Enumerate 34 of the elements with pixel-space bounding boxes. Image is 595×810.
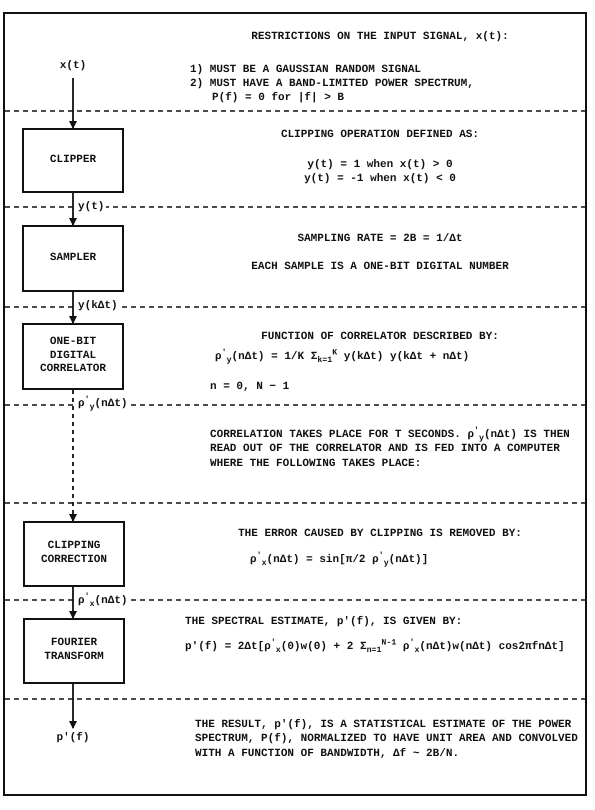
formula-text: y(t) = 1 when x(t) > 0	[306, 158, 454, 172]
note-text: FUNCTION OF CORRELATOR DESCRIBED BY:	[260, 330, 500, 344]
arrow	[69, 684, 77, 729]
note-text: SAMPLING RATE = 2B = 1/Δt	[296, 232, 464, 246]
formula-text: n = 0, N − 1	[210, 380, 290, 394]
edge-label: y(kΔt)	[76, 300, 120, 312]
formula-text: ρ$^{'}$$_{x}$(nΔt) = sin[π/2 ρ$^{'}$$_{y}$(nΔt)]	[250, 553, 430, 568]
process-box: CLIPPING CORRECTION	[23, 521, 125, 587]
note-text: 1) MUST BE A GAUSSIAN RANDOM SIGNAL	[190, 63, 422, 78]
arrow	[69, 390, 77, 522]
process-box: CLIPPER	[22, 128, 124, 193]
note-text: RESTRICTIONS ON THE INPUT SIGNAL, x(t):	[250, 30, 510, 44]
note-text: CLIPPING OPERATION DEFINED AS:	[280, 128, 480, 142]
note-text: THE SPECTRAL ESTIMATE, p'(f), IS GIVEN BY:	[185, 615, 464, 630]
arrow	[69, 587, 77, 619]
output-signal-label: p'(f)	[43, 728, 103, 750]
process-box: ONE-BIT DIGITAL CORRELATOR	[22, 323, 124, 390]
arrow	[69, 193, 77, 226]
arrow	[69, 78, 77, 129]
formula-text: y(t) = -1 when x(t) < 0	[303, 172, 457, 186]
arrow	[69, 292, 77, 324]
note-text: THE RESULT, p'(f), IS A STATISTICAL ESTIMATE OF THE POWER SPECTRUM, P(f), NORMALIZED TO HAVE UNIT AREA AND CONVOLVED WITH A FUNCTION OF BANDWIDTH, Δf ~ 2B/N.	[195, 718, 579, 761]
process-box: SAMPLER	[22, 225, 124, 292]
formula-text: ρ$^{'}$$_{y}$(nΔt) = 1/K Σ$_{k=1}$$^{K}$ y(kΔt) y(kΔt + nΔt)	[215, 350, 470, 364]
input-signal-label: x(t)	[43, 56, 103, 78]
process-box: FOURIER TRANSFORM	[23, 618, 125, 684]
note-text: EACH SAMPLE IS A ONE-BIT DIGITAL NUMBER	[250, 260, 510, 274]
note-text: THE ERROR CAUSED BY CLIPPING IS REMOVED BY:	[237, 527, 523, 542]
formula-text: CORRELATION TAKES PLACE FOR T SECONDS. ρ$^{'}$$_{y}$(nΔt) IS THEN READ OUT OF THE CORRELATOR AND IS FED INTO A COMPUTER WHERE THE FOLLOWING TAKES PLACE:	[210, 428, 571, 471]
edge-label: y(t)	[76, 201, 106, 213]
edge-label: ρ$^{'}$$_{x}$(nΔt)	[76, 594, 130, 606]
formula-text: p'(f) = 2Δt[ρ$^{'}$$_{x}$(0)w(0) + 2 Σ$_{n=1}$$^{N-1}$ ρ$^{'}$$_{x}$(nΔt)w(nΔt) cos2πfnΔt]	[185, 640, 566, 654]
note-text: 2) MUST HAVE A BAND-LIMITED POWER SPECTRUM, P(f) = 0 for |f| > B	[190, 77, 475, 106]
edge-label: ρ$^{'}$$_{y}$(nΔt)	[76, 398, 130, 410]
